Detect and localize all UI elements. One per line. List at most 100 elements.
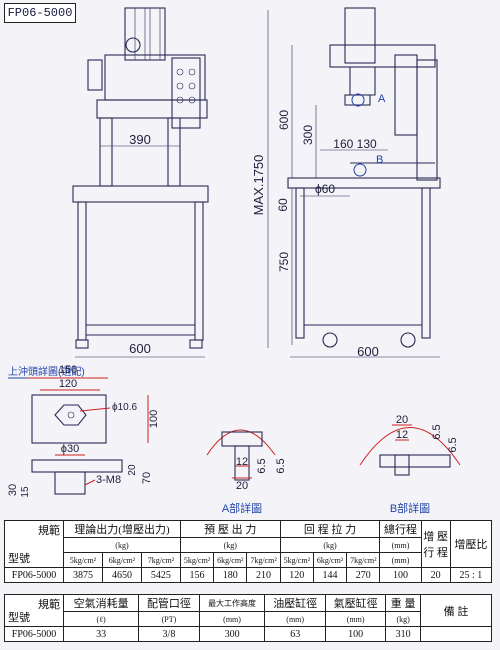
side-dim-max-1750: MAX.1750 xyxy=(251,155,266,216)
t2-cell-height: 300 xyxy=(198,626,266,642)
t1-boost-stroke: 增 壓 行 程 xyxy=(420,520,451,568)
front-dim-390: 390 xyxy=(129,132,151,147)
t1-cell-boost-stroke: 20 xyxy=(420,567,451,583)
b-detail-title: B部詳圖 xyxy=(390,501,430,515)
t2-oil: 油壓缸徑 xyxy=(264,594,326,612)
t1-cell-model: FP06-5000 xyxy=(4,567,64,583)
upper-detail-title: 上沖頭詳圖(選配) xyxy=(8,365,85,378)
upper-dim-120: 120 xyxy=(59,378,77,390)
t1-cell-preload-5: 156 xyxy=(179,567,215,583)
upper-punch-detail: 上沖頭詳圖(選配) 150 120 ϕ10.6 100 ϕ30 3-M8 30 … xyxy=(7,364,160,498)
t1-p7b: 7kg/cm² xyxy=(246,552,281,568)
upper-dim-100: 100 xyxy=(148,410,160,428)
t1-cell-theory-6: 4650 xyxy=(101,567,142,583)
side-dim-750: 750 xyxy=(277,252,291,272)
t1-theory-unit: (kg) xyxy=(63,537,181,553)
t2-cell-note xyxy=(420,626,492,642)
side-dim-600-h: 600 xyxy=(357,344,379,359)
upper-dim-15: 15 xyxy=(20,486,31,498)
t1-spec-model-cell: 規範 型號 xyxy=(4,520,64,568)
t1-model: 型號 xyxy=(8,553,30,565)
t1-p7a: 7kg/cm² xyxy=(140,552,181,568)
t1-cell-return-7: 270 xyxy=(346,567,381,583)
side-dim-60: 60 xyxy=(276,198,290,212)
t1-spec: 規範 xyxy=(38,525,60,537)
t1-p5b: 5kg/cm² xyxy=(179,552,215,568)
t2-oil-unit: (mm) xyxy=(264,611,326,627)
a-detail-title: A部詳圖 xyxy=(222,501,262,515)
spec-table-2: 規範 型號 空氣消耗量 配管口徑 最大工作高度 油壓缸徑 氣壓缸徑 重 量 備 … xyxy=(4,594,492,642)
a-dim-6-5b: 6.5 xyxy=(275,458,287,473)
upper-thread: 3-M8 xyxy=(96,474,121,486)
t1-return-unit: (kg) xyxy=(279,537,381,553)
t2-model: 型號 xyxy=(8,612,30,624)
t1-ratio: 增壓比 xyxy=(449,520,493,568)
t2-spec: 規範 xyxy=(38,599,60,611)
t2-gas: 氣壓缸徑 xyxy=(324,594,387,612)
t1-cell-ratio: 25 : 1 xyxy=(449,567,493,583)
t1-p6c: 6kg/cm² xyxy=(312,552,348,568)
t1-return: 回 程 拉 力 xyxy=(279,520,381,538)
side-view: MAX.1750 600 300 60 750 160 130 ϕ60 A B … xyxy=(251,7,441,359)
t1-p6b: 6kg/cm² xyxy=(213,552,248,568)
t2-cell-oil: 63 xyxy=(264,626,326,642)
t2-port-unit: (PT) xyxy=(138,611,200,627)
a-detail: 12 20 6.5 6.5 A部詳圖 xyxy=(206,429,287,515)
a-dim-6-5a: 6.5 xyxy=(256,458,268,473)
side-dim-300: 300 xyxy=(301,125,315,145)
t2-note: 備 註 xyxy=(420,594,492,627)
t2-air: 空氣消耗量 xyxy=(62,594,140,612)
t2-data-row: FP06-5000 33 3/8 300 63 100 310 xyxy=(4,626,492,642)
t1-cell-theory-7: 5425 xyxy=(140,567,181,583)
t2-air-unit: (ℓ) xyxy=(62,611,140,627)
front-dim-600: 600 xyxy=(129,341,151,356)
b-dim-12: 12 xyxy=(396,429,408,441)
t1-p7c: 7kg/cm² xyxy=(346,552,381,568)
side-dia-60: ϕ60 xyxy=(315,182,335,196)
t1-cell-preload-7: 210 xyxy=(246,567,281,583)
spec-table-1: 規範 型號 理論出力(增壓出力) 預 壓 出 力 回 程 拉 力 總行程 增 壓… xyxy=(4,520,493,583)
side-dim-600: 600 xyxy=(277,110,291,130)
upper-dia-30: ϕ30 xyxy=(61,443,79,455)
front-view: 390 600 xyxy=(72,7,209,358)
upper-dim-150: 150 xyxy=(59,364,77,376)
t2-weight: 重 量 xyxy=(385,594,421,612)
t2-spec-model-cell: 規範 型號 xyxy=(4,594,64,627)
t2-cell-gas: 100 xyxy=(324,626,387,642)
t2-cell-model: FP06-5000 xyxy=(4,626,64,642)
side-label-b: B xyxy=(376,154,383,166)
t1-stroke: 總行程 xyxy=(379,520,422,538)
t1-boost-unit: (mm) xyxy=(379,552,422,568)
side-dim-160-130: 160 130 xyxy=(333,137,377,151)
t2-height: 最大工作高度 xyxy=(198,594,266,612)
t2-height-unit: (mm) xyxy=(198,611,266,627)
b-detail: 20 12 6.5 6.5 B部詳圖 xyxy=(359,414,461,515)
t1-cell-return-6: 144 xyxy=(312,567,348,583)
t1-preload: 預 壓 出 力 xyxy=(179,520,281,538)
b-dim-20: 20 xyxy=(396,414,408,426)
upper-dia-10-6: ϕ10.6 xyxy=(112,402,138,413)
side-label-a: A xyxy=(378,93,386,105)
a-dim-12: 12 xyxy=(236,456,248,468)
upper-dim-20: 20 xyxy=(127,464,138,476)
t2-weight-unit: (kg) xyxy=(385,611,421,627)
t2-port: 配管口徑 xyxy=(138,594,200,612)
t1-cell-stroke: 100 xyxy=(379,567,422,583)
b-dim-6-5b: 6.5 xyxy=(447,437,459,452)
a-dim-20: 20 xyxy=(236,480,248,492)
t2-cell-port: 3/8 xyxy=(138,626,200,642)
t1-data-row: FP06-5000 3875 4650 5425 156 180 210 120… xyxy=(4,567,493,583)
t1-preload-unit: (kg) xyxy=(179,537,281,553)
model-label: FP06-5000 xyxy=(4,3,76,23)
t1-p5a: 5kg/cm² xyxy=(63,552,103,568)
t1-p6a: 6kg/cm² xyxy=(101,552,142,568)
t1-p5c: 5kg/cm² xyxy=(279,552,314,568)
t1-cell-theory-5: 3875 xyxy=(63,567,103,583)
t1-cell-return-5: 120 xyxy=(279,567,314,583)
b-dim-6-5a: 6.5 xyxy=(431,424,443,439)
t2-gas-unit: (mm) xyxy=(324,611,387,627)
technical-drawing: 390 600 MAX.1750 600 300 xyxy=(7,7,461,515)
t1-stroke-unit: (mm) xyxy=(379,537,422,553)
t1-cell-preload-6: 180 xyxy=(213,567,248,583)
t1-theory: 理論出力(增壓出力) xyxy=(63,520,181,538)
